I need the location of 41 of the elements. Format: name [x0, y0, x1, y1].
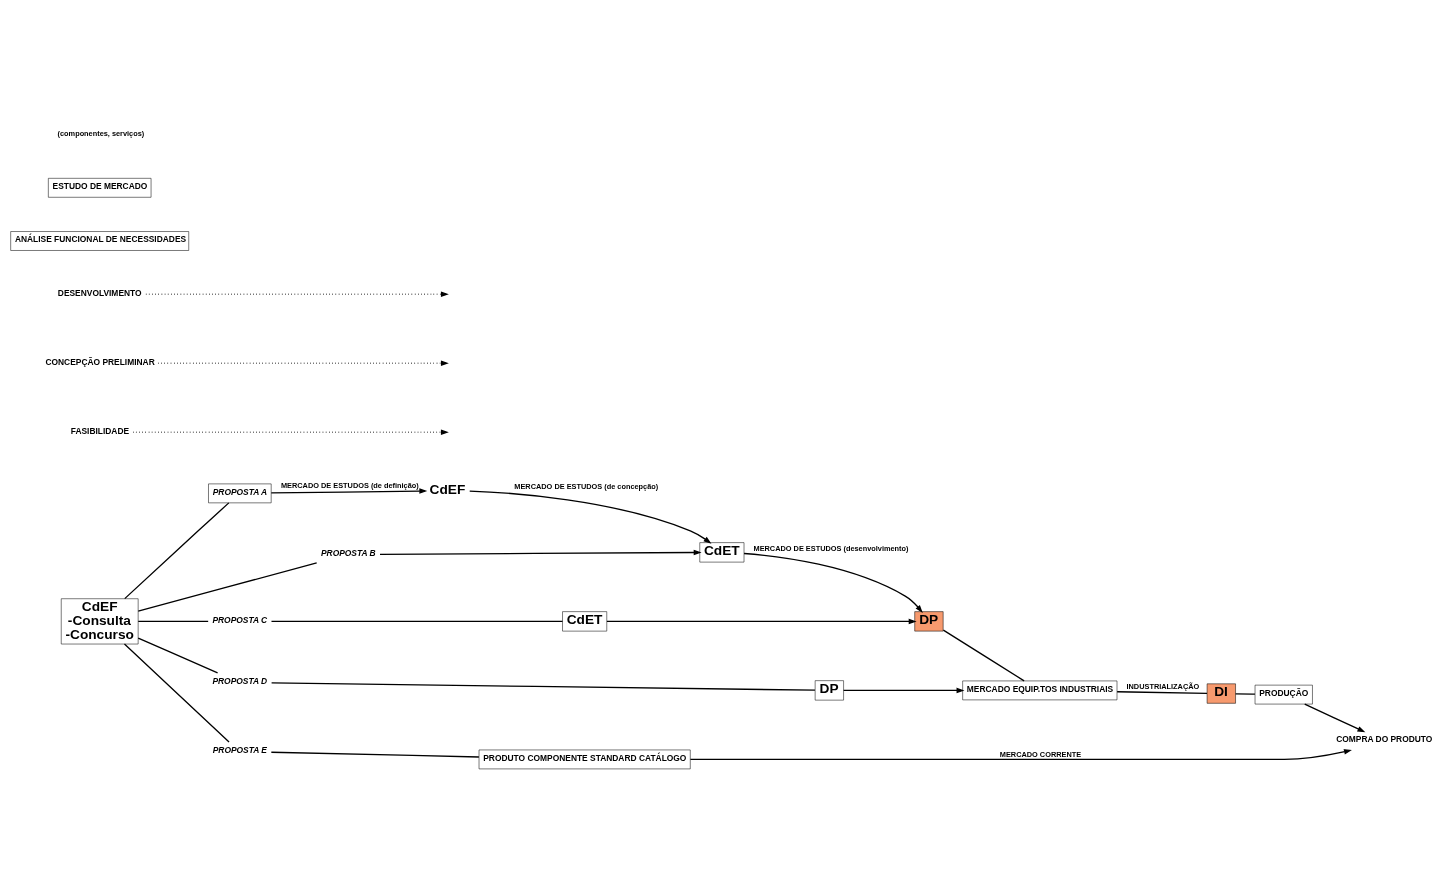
node-box: PRODUÇÃO [1254, 684, 1313, 704]
arrow [1304, 702, 1366, 732]
node-box: DP [814, 679, 844, 700]
connector [124, 501, 230, 599]
connector [137, 620, 209, 622]
arrow [379, 549, 702, 555]
connector [137, 636, 219, 674]
connector [270, 681, 816, 691]
arrow [689, 748, 1352, 760]
node-text: CONCEPÇÃO PRELIMINAR [45, 356, 155, 367]
node-text: PROPOSTA C [212, 614, 268, 625]
arrow [743, 552, 923, 613]
node-box: ESTUDO DE MERCADO [48, 177, 152, 198]
arrow [157, 359, 449, 366]
arrow [842, 687, 965, 693]
connector [1234, 692, 1256, 695]
connector [942, 628, 1025, 681]
node-text: PROPOSTA D [212, 675, 268, 686]
node-box: DP [914, 610, 944, 631]
node-box: PROPOSTA A [208, 483, 272, 503]
arrow [469, 489, 712, 544]
node-box: MERCADO EQUIP.TOS INDUSTRIAIS [962, 680, 1118, 700]
node-text: DESENVOLVIMENTO [57, 287, 142, 298]
node-text: FASIBILIDADE [70, 425, 130, 436]
node-box: PRODUTO COMPONENTE STANDARD CATÁLOGO [478, 749, 691, 769]
node-text: PROPOSTA E [212, 744, 267, 755]
node-box: CdET [699, 541, 745, 562]
node-text: CdEF [429, 481, 466, 497]
connector [137, 561, 318, 612]
node-box: CdET [562, 610, 608, 631]
arrow [606, 618, 917, 624]
node-text: PROPOSTA B [320, 547, 376, 558]
connector [123, 642, 230, 743]
node-box: CdEF -Consulta -Concurso [61, 597, 139, 644]
connector [270, 751, 480, 758]
node-box: ANÁLISE FUNCIONAL DE NECESSIDADES [10, 230, 189, 251]
arrow [270, 487, 428, 494]
node-box: DI [1206, 683, 1236, 704]
node-text: COMPRA DO PRODUTO [1336, 733, 1433, 744]
connector [1116, 690, 1208, 694]
connector [270, 620, 564, 622]
